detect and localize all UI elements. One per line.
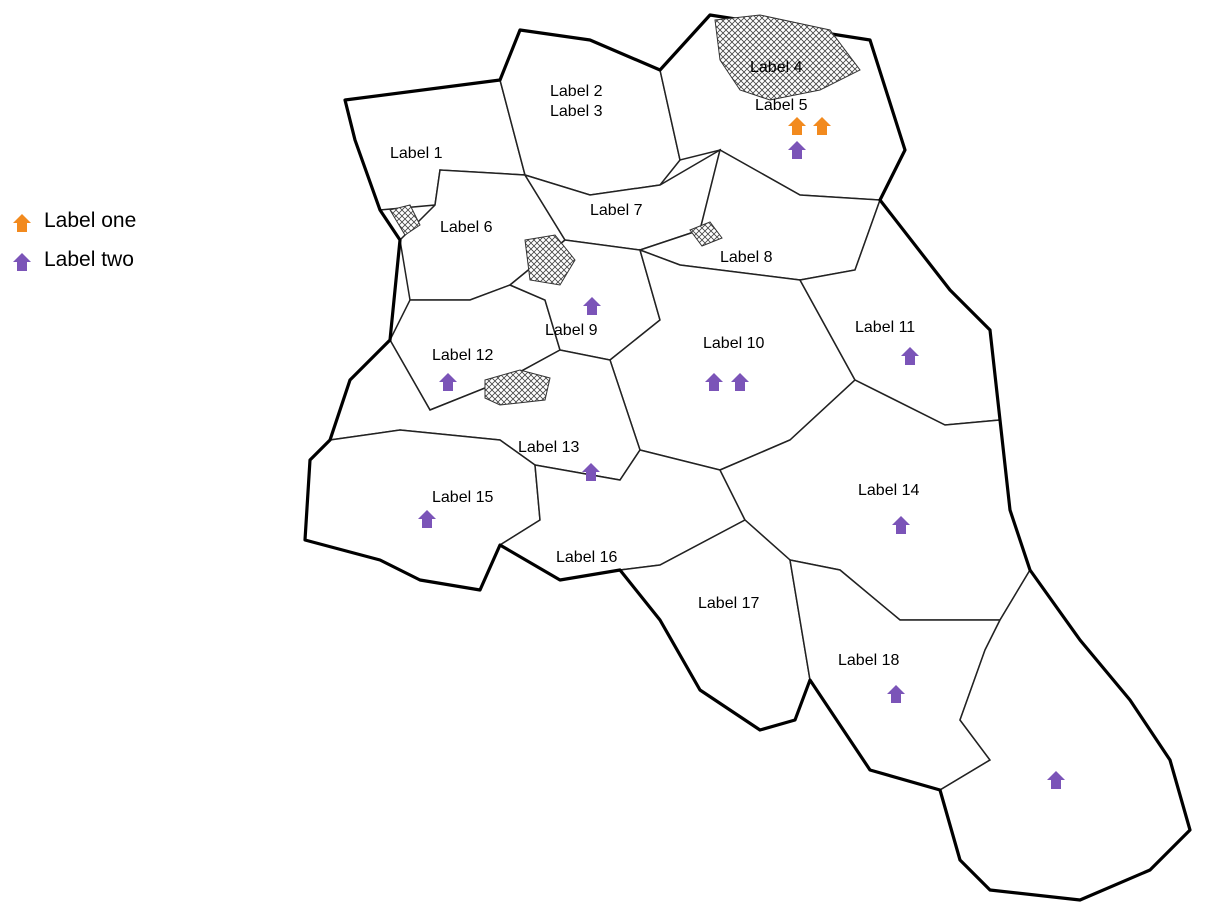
region-label-4: Label 4 xyxy=(750,59,803,76)
region-label-13: Label 13 xyxy=(518,439,579,456)
region-label-1: Label 1 xyxy=(390,145,443,162)
region-label-7: Label 7 xyxy=(590,202,643,219)
legend-item-purple: Label two xyxy=(12,249,352,272)
district-map: Label 1 Label 2 Label 3 Label 4 Label 5 … xyxy=(303,13,1192,902)
map-legend: Label one Label two xyxy=(12,210,352,272)
region-label-17: Label 17 xyxy=(698,595,759,612)
house-marker-purple-icon xyxy=(731,373,749,391)
house-marker-icon xyxy=(13,214,31,232)
house-marker-purple-icon xyxy=(901,347,919,365)
house-marker-purple-icon xyxy=(582,463,600,481)
house-marker-purple-icon xyxy=(788,141,806,159)
region-label-18: Label 18 xyxy=(838,652,899,669)
region-label-9: Label 9 xyxy=(545,322,598,339)
house-marker-purple-icon xyxy=(887,685,905,703)
hatched-area-2 xyxy=(524,234,576,286)
district-outline xyxy=(303,13,1192,902)
region-label-10: Label 10 xyxy=(703,335,764,352)
legend-text-purple: Label two xyxy=(44,248,134,271)
region-label-3: Label 3 xyxy=(550,103,603,120)
region-label-16: Label 16 xyxy=(556,549,617,566)
legend-text-orange: Label one xyxy=(44,209,137,232)
house-marker-purple-icon xyxy=(583,297,601,315)
hatched-area-4 xyxy=(389,204,421,236)
house-marker-purple-icon xyxy=(1047,771,1065,789)
hatched-area-5 xyxy=(689,221,723,247)
region-12 xyxy=(304,429,541,591)
region-label-2: Label 2 xyxy=(550,83,603,100)
house-marker-orange-icon xyxy=(788,117,806,135)
region-label-14: Label 14 xyxy=(858,482,919,499)
region-label-8: Label 8 xyxy=(720,249,773,266)
house-marker-icon xyxy=(13,253,31,271)
region-label-11: Label 11 xyxy=(855,319,915,336)
region-label-15: Label 15 xyxy=(432,489,493,506)
house-marker-purple-icon xyxy=(705,373,723,391)
legend-item-orange: Label one xyxy=(12,210,352,233)
hatched-area-3 xyxy=(484,369,551,406)
region-label-6: Label 6 xyxy=(440,219,493,236)
region-label-5: Label 5 xyxy=(755,97,808,114)
house-marker-purple-icon xyxy=(418,510,436,528)
house-marker-orange-icon xyxy=(813,117,831,135)
house-marker-purple-icon xyxy=(892,516,910,534)
house-markers xyxy=(418,117,1065,789)
hatched-area-1 xyxy=(714,14,861,101)
house-marker-purple-icon xyxy=(439,373,457,391)
region-label-12: Label 12 xyxy=(432,347,493,364)
